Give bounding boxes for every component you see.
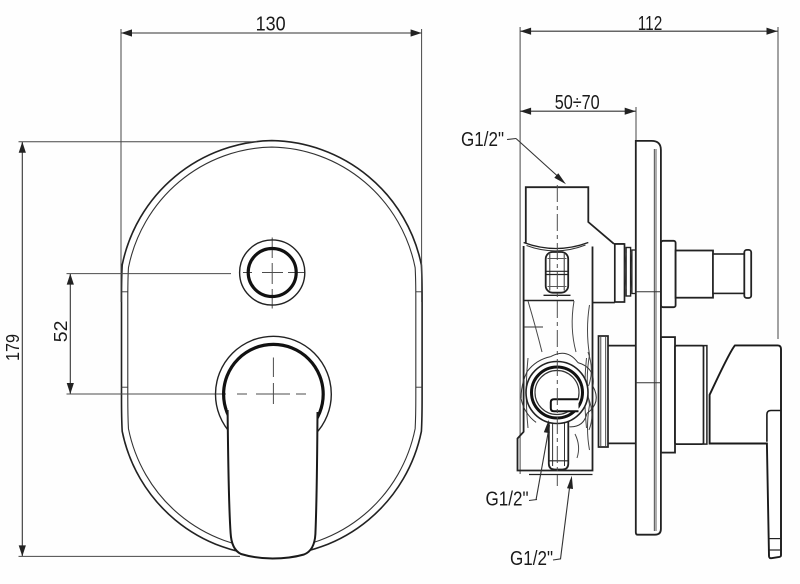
svg-text:G1/2": G1/2"	[461, 129, 504, 151]
svg-text:52: 52	[51, 321, 71, 343]
svg-text:G1/2": G1/2"	[486, 489, 529, 511]
svg-text:130: 130	[256, 14, 286, 36]
svg-text:112: 112	[638, 13, 663, 35]
svg-text:50÷70: 50÷70	[555, 92, 600, 114]
svg-text:179: 179	[3, 334, 23, 361]
svg-text:G1/2": G1/2"	[510, 548, 553, 570]
